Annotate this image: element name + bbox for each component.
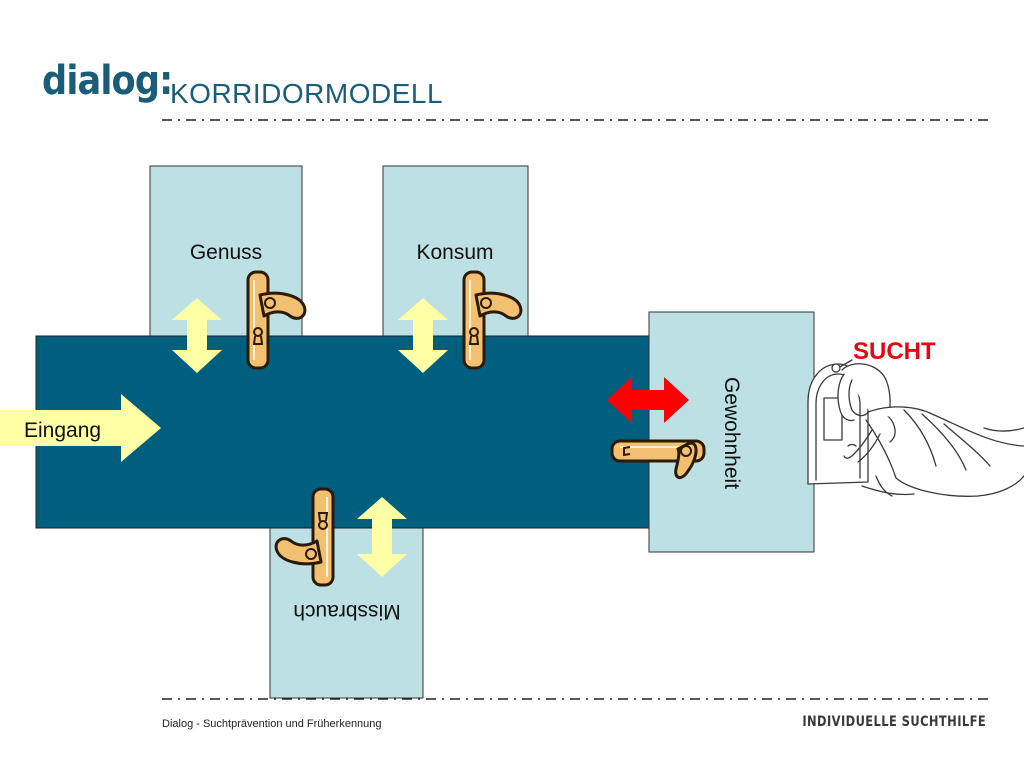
label-missbrauch: Missbrauch <box>293 600 400 623</box>
double-arrow-gewohnheit <box>607 377 689 423</box>
double-arrow-genuss <box>172 298 222 373</box>
dialog-logo: dialog: <box>42 58 173 104</box>
top-divider <box>162 118 988 122</box>
sucht-label: SUCHT <box>853 338 936 365</box>
entrance-arrow <box>0 394 161 462</box>
entrance-label: Eingang <box>24 419 101 442</box>
room-gewohnheit <box>648 311 815 553</box>
footer-left-text: Dialog - Suchtprävention und Früherkennu… <box>162 718 382 730</box>
label-genuss: Genuss <box>190 241 262 264</box>
double-arrow-konsum <box>398 298 448 373</box>
page-title: KORRIDORMODELL <box>170 78 444 109</box>
label-gewohnheit: Gewohnheit <box>720 377 743 489</box>
girl-at-door-illustration <box>807 359 1024 497</box>
bottom-divider <box>162 697 988 701</box>
double-arrow-missbrauch <box>357 497 407 577</box>
label-konsum: Konsum <box>416 241 493 264</box>
footer-brand: INDIVIDUELLE SUCHTHILFE <box>802 714 986 730</box>
